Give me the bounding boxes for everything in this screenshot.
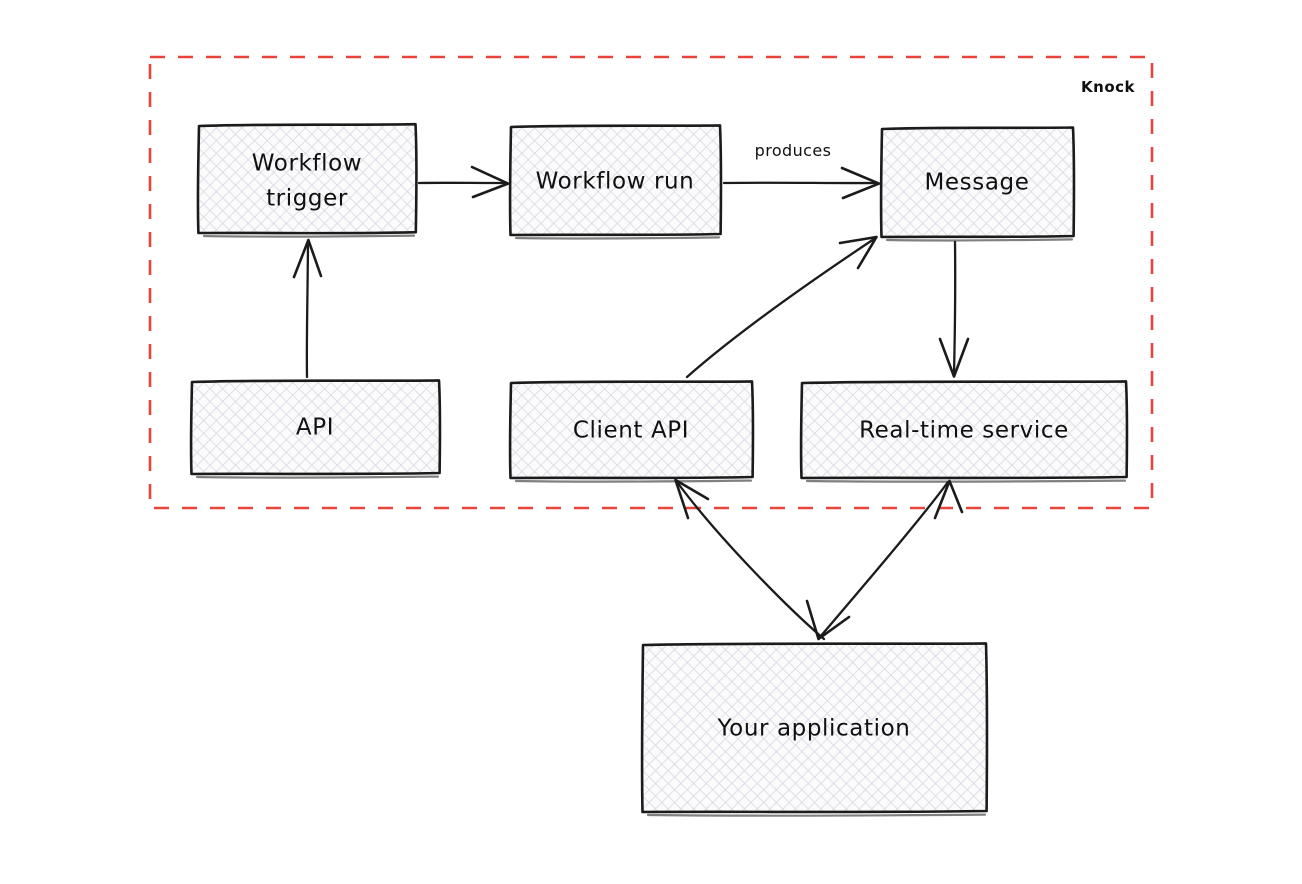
node-workflow-trigger[interactable]: Workflow trigger [196,122,418,238]
edge-trigger-to-run [417,165,510,199]
node-label-client-api: Client API [573,418,689,444]
node-label-workflow-trigger-line1: Workflow [252,151,362,177]
node-realtime-service[interactable]: Real-time service [799,380,1129,483]
node-label-realtime-service: Real-time service [859,418,1069,444]
node-label-api: API [296,415,334,441]
edge-api-to-trigger [292,238,323,379]
node-label-your-application: Your application [717,716,911,742]
knock-group-frame [148,55,1154,510]
node-message[interactable]: Message [879,126,1076,242]
edge-run-to-message: produces [722,141,881,200]
edge-clientapi-to-message [685,235,878,379]
node-label-workflow-trigger-line2: trigger [266,186,348,212]
node-client-api[interactable]: Client API [508,380,755,483]
edge-message-to-realtime [938,240,970,378]
node-api[interactable]: API [189,379,442,479]
node-label-workflow-run: Workflow run [536,169,695,195]
edge-app-to-clientapi [674,478,826,641]
node-workflow-run[interactable]: Workflow run [508,124,723,240]
edge-realtime-to-app [805,479,964,641]
edge-label-produces: produces [755,141,832,160]
knock-group-label: Knock [1081,78,1135,96]
node-label-message: Message [924,170,1029,196]
node-your-application[interactable]: Your application [640,642,989,817]
